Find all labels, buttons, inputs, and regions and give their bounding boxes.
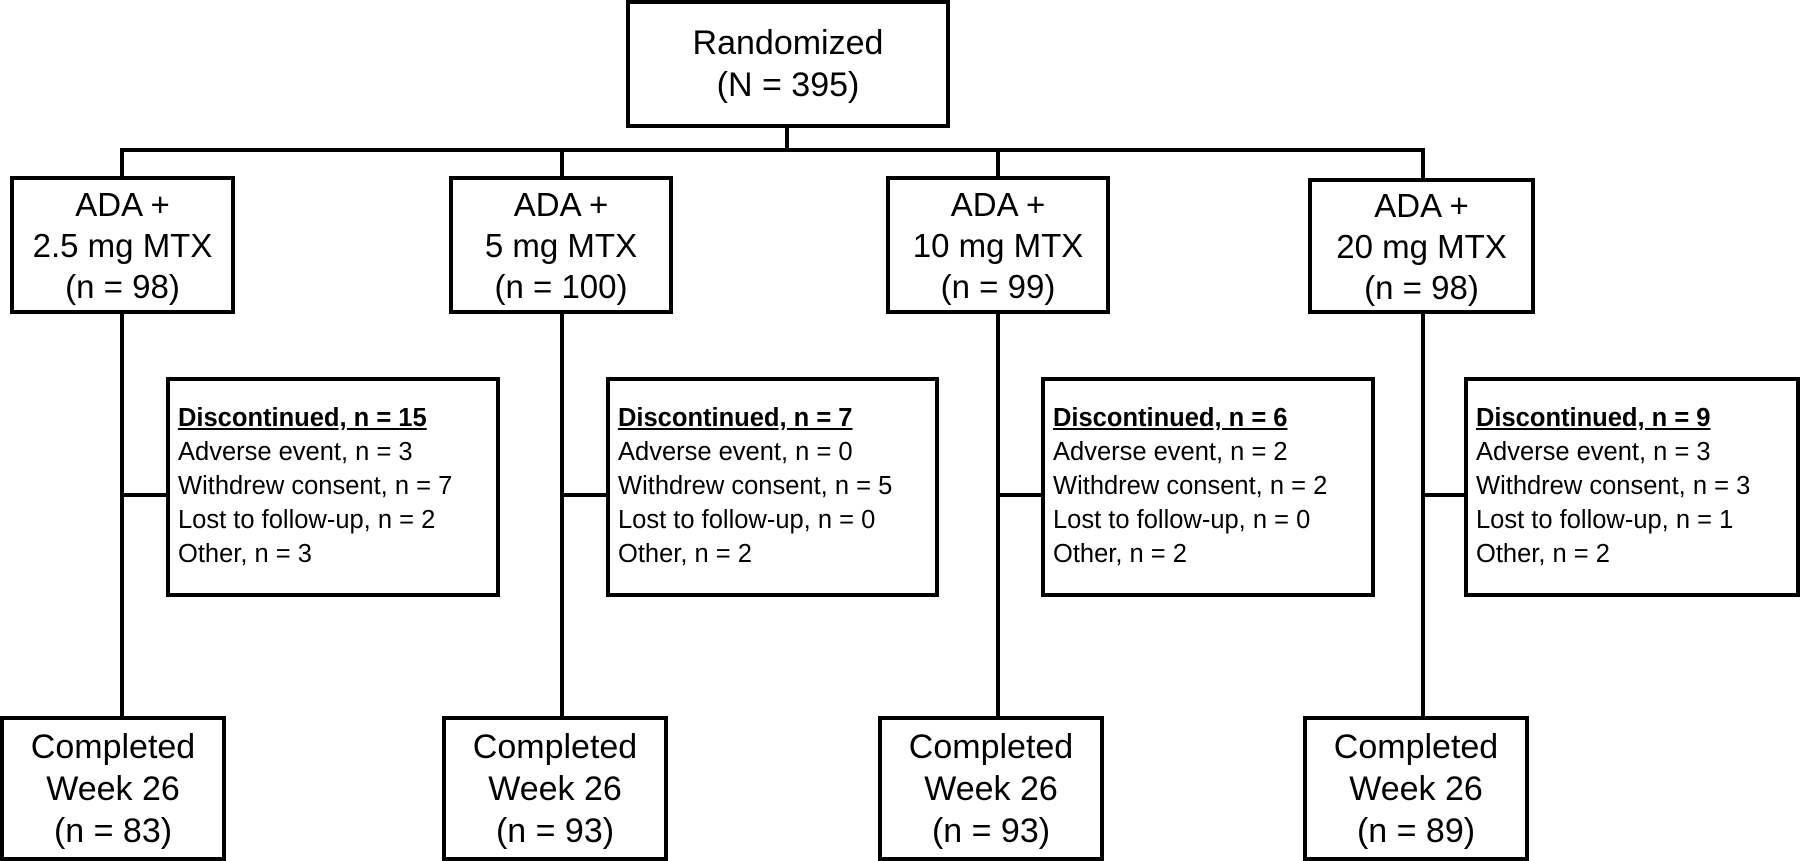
completed-box-5mg: Completed Week 26 (n = 93) (442, 716, 668, 861)
arm-label: ADA + (513, 185, 609, 223)
connector-root-down (785, 128, 789, 150)
arm-label: ADA + (950, 185, 1046, 223)
discontinued-box-2-5mg: Discontinued, n = 15 Adverse event, n = … (166, 377, 500, 597)
completed-box-10mg: Completed Week 26 (n = 93) (878, 716, 1104, 861)
discontinued-reason: Other, n = 2 (1053, 540, 1187, 568)
connector-arm-3-up (996, 148, 1000, 178)
connector-horizontal-bus (120, 148, 1425, 152)
arm-box-2-5mg: ADA + 2.5 mg MTX (n = 98) (10, 176, 235, 314)
arm-count: (n = 99) (940, 267, 1056, 305)
discontinued-reason: Lost to follow-up, n = 2 (178, 506, 436, 534)
discontinued-reason: Lost to follow-up, n = 1 (1476, 506, 1734, 534)
arm-label: ADA + (1374, 186, 1469, 224)
discontinued-reason: Other, n = 2 (1476, 540, 1610, 568)
randomized-title: Randomized (692, 24, 884, 62)
arm-dose: 10 mg MTX (912, 226, 1084, 264)
arm-dose: 20 mg MTX (1336, 227, 1507, 265)
arm-count: (n = 98) (1364, 268, 1479, 306)
connector-arm-3-trunk (996, 312, 1000, 718)
discontinued-header: Discontinued, n = 9 (1476, 404, 1711, 432)
completed-week: Week 26 (1349, 769, 1483, 808)
completed-count: (n = 83) (53, 811, 173, 850)
connector-arm-4-trunk (1421, 312, 1425, 718)
completed-label: Completed (1333, 727, 1499, 766)
randomized-count: (N = 395) (716, 66, 860, 104)
completed-week: Week 26 (488, 769, 622, 808)
completed-week: Week 26 (924, 769, 1058, 808)
discontinued-reason: Withdrew consent, n = 7 (178, 472, 453, 500)
discontinued-header: Discontinued, n = 7 (618, 404, 853, 432)
discontinued-reason: Other, n = 3 (178, 540, 312, 568)
randomized-box: Randomized (N = 395) (626, 0, 950, 128)
completed-box-20mg: Completed Week 26 (n = 89) (1303, 716, 1529, 861)
arm-box-10mg: ADA + 10 mg MTX (n = 99) (886, 176, 1110, 314)
discontinued-reason: Withdrew consent, n = 2 (1053, 472, 1328, 500)
discontinued-reason: Lost to follow-up, n = 0 (618, 506, 876, 534)
discontinued-header: Discontinued, n = 6 (1053, 404, 1288, 432)
connector-arm-4-up (1421, 148, 1425, 178)
connector-arm-1-trunk (120, 312, 124, 718)
discontinued-reason: Lost to follow-up, n = 0 (1053, 506, 1311, 534)
arm-count: (n = 98) (65, 267, 180, 305)
arm-dose: 2.5 mg MTX (32, 226, 213, 264)
discontinued-reason: Other, n = 2 (618, 540, 752, 568)
discontinued-reason: Adverse event, n = 3 (1476, 438, 1711, 466)
arm-count: (n = 100) (494, 267, 628, 305)
completed-label: Completed (30, 727, 196, 766)
completed-week: Week 26 (46, 769, 180, 808)
discontinued-reason: Withdrew consent, n = 5 (618, 472, 893, 500)
discontinued-box-5mg: Discontinued, n = 7 Adverse event, n = 0… (606, 377, 939, 597)
discontinued-reason: Withdrew consent, n = 3 (1476, 472, 1751, 500)
discontinued-reason: Adverse event, n = 3 (178, 438, 413, 466)
completed-count: (n = 93) (495, 811, 615, 850)
discontinued-box-10mg: Discontinued, n = 6 Adverse event, n = 2… (1041, 377, 1375, 597)
connector-arm-2-branch (560, 493, 610, 497)
completed-count: (n = 89) (1356, 811, 1476, 850)
completed-label: Completed (908, 727, 1074, 766)
completed-count: (n = 93) (931, 811, 1051, 850)
connector-arm-2-trunk (560, 312, 564, 718)
arm-label: ADA + (75, 185, 170, 223)
arm-box-20mg: ADA + 20 mg MTX (n = 98) (1308, 178, 1535, 314)
discontinued-header: Discontinued, n = 15 (178, 404, 427, 432)
discontinued-reason: Adverse event, n = 2 (1053, 438, 1288, 466)
arm-box-5mg: ADA + 5 mg MTX (n = 100) (449, 176, 673, 314)
completed-label: Completed (472, 727, 638, 766)
completed-box-2-5mg: Completed Week 26 (n = 83) (0, 716, 226, 861)
connector-arm-4-branch (1421, 493, 1468, 497)
connector-arm-2-up (560, 148, 564, 178)
connector-arm-1-up (120, 148, 124, 178)
arm-dose: 5 mg MTX (484, 226, 638, 264)
discontinued-reason: Adverse event, n = 0 (618, 438, 853, 466)
discontinued-box-20mg: Discontinued, n = 9 Adverse event, n = 3… (1464, 377, 1800, 597)
connector-arm-1-branch (120, 493, 170, 497)
connector-arm-3-branch (996, 493, 1043, 497)
